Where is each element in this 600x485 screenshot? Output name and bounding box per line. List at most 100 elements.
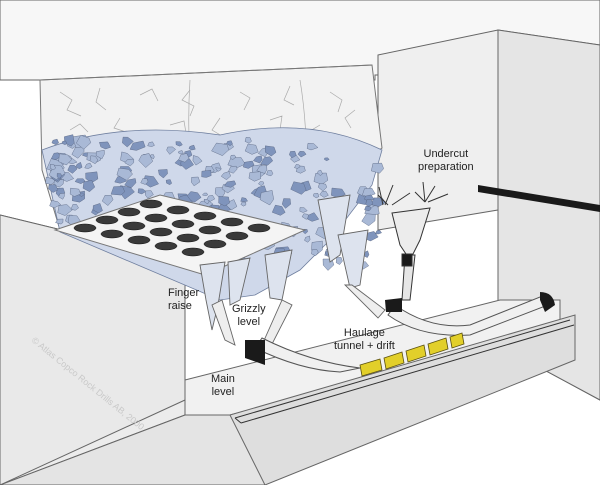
rock-fragment <box>69 187 81 197</box>
rock-fragment <box>319 190 329 198</box>
rock-fragment <box>89 155 99 165</box>
rock-fragment <box>244 137 252 144</box>
rock-fragment <box>256 165 268 174</box>
rock-fragment <box>84 162 93 169</box>
drawbell-opening <box>122 221 146 231</box>
rock-fragment <box>311 249 319 257</box>
drawbell-opening <box>127 235 151 245</box>
label-finger-raise: Finger raise <box>168 287 199 313</box>
rock-fragment <box>76 134 92 150</box>
rock-fragment <box>260 156 274 166</box>
rock-fragment <box>129 140 146 151</box>
rock-fragment <box>48 184 59 193</box>
rock-fragment <box>99 141 111 150</box>
rock-fragment <box>192 155 203 166</box>
rock-fragment <box>324 157 330 162</box>
rock-fragment <box>313 193 320 199</box>
rock-fragment <box>281 198 291 209</box>
rock-fragment <box>101 195 114 206</box>
drawpoint-grid <box>53 194 307 276</box>
rock-fragment <box>51 152 61 160</box>
rock-fragment <box>361 213 376 227</box>
rock-fragment <box>201 169 212 178</box>
rock-fragment <box>227 157 246 168</box>
rock-fragment <box>51 138 59 145</box>
rock-fragment <box>202 192 209 197</box>
rock-fragment <box>122 136 134 148</box>
rock-fragment <box>294 164 301 169</box>
drawbell-opening <box>203 239 227 249</box>
drawbell-opening <box>198 225 222 235</box>
rock-fragment <box>191 176 201 187</box>
label-undercut-preparation: Undercut preparation <box>418 148 474 174</box>
rock-fragment <box>253 155 263 164</box>
label-line: preparation <box>418 161 474 173</box>
rock-fragment <box>188 144 196 151</box>
drawbell-opening <box>139 199 163 209</box>
rock-fragment <box>75 162 83 170</box>
rock-fragment <box>55 218 64 225</box>
drawbell-opening <box>166 205 190 215</box>
rock-fragment <box>116 167 133 181</box>
rock-fragment <box>258 181 265 187</box>
rock-fragment <box>224 180 237 188</box>
rock-fragment <box>70 204 79 211</box>
rock-fragment <box>228 165 238 174</box>
rail-track <box>234 319 575 424</box>
floor-front <box>0 414 266 485</box>
drawbell-opening <box>247 223 271 233</box>
label-line: tunnel + drift <box>334 340 395 352</box>
drawbell-opening <box>117 207 141 217</box>
rock-fragment <box>56 173 62 179</box>
rock-fragment <box>74 178 86 184</box>
rock-fragment <box>220 171 231 180</box>
rock-fragment <box>240 201 247 207</box>
rock-fragment <box>266 170 274 177</box>
rock-fragment <box>335 257 343 265</box>
back-drift-portal <box>478 185 600 212</box>
rock-fragment <box>211 142 230 156</box>
rock-fragment <box>306 142 319 151</box>
rock-fragment <box>317 183 328 192</box>
ore-train <box>359 332 465 377</box>
finger-raises <box>199 194 386 349</box>
rock-fragment <box>138 153 154 168</box>
label-line: raise <box>168 300 192 312</box>
rock-fragment <box>248 171 262 182</box>
drawbell-opening <box>144 213 168 223</box>
rock-fragment <box>290 181 307 195</box>
rock-fragment <box>166 146 176 155</box>
rock-fragment <box>49 200 62 209</box>
rock-fragment <box>150 154 155 160</box>
rock-fragment <box>137 188 147 195</box>
rock-fragment <box>206 194 216 202</box>
rock-fragment <box>364 205 372 212</box>
rock-fragment <box>124 158 135 167</box>
rock-fragment <box>95 150 105 160</box>
rock-fragment <box>226 140 233 146</box>
drawbell-opening <box>181 247 205 257</box>
rock-fragment <box>259 190 274 206</box>
drawbell-opening <box>95 215 119 225</box>
rock-fragment <box>215 167 222 172</box>
haulage-tunnels <box>245 185 600 373</box>
label-line: Haulage <box>343 327 385 339</box>
rock-fragment <box>304 235 311 243</box>
rock-fragment <box>218 196 230 207</box>
label-line: Undercut <box>423 148 469 160</box>
rock-fragment <box>124 178 137 189</box>
undercut-preparation <box>377 181 449 301</box>
label-line: level <box>211 386 235 398</box>
rock-fragment <box>57 204 73 216</box>
label-line: level <box>237 316 261 328</box>
rock-fragment <box>82 180 96 192</box>
rock-fragment <box>178 150 184 155</box>
rock-fragment <box>371 162 384 174</box>
rock-fragment <box>147 141 155 147</box>
tunnel-portal-right <box>540 292 555 312</box>
rock-fragment <box>92 203 103 214</box>
drawbell-opening <box>73 223 97 233</box>
label-haulage-tunnel: Haulage tunnel + drift <box>334 327 395 353</box>
rock-fragment <box>374 229 382 235</box>
